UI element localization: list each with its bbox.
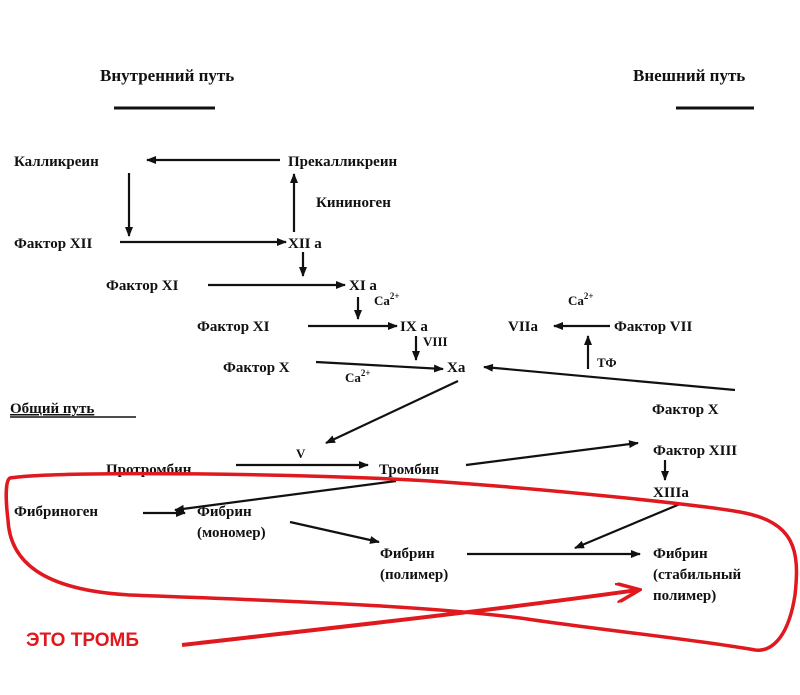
clot-annotation-arrow: [181, 590, 638, 647]
calcium-2: Ca2+: [345, 368, 371, 385]
arrow-fibrin-monomer-to-polymer: [289, 520, 380, 544]
node-viii: VIII: [423, 334, 448, 349]
node-fibrin-polymer-line1: Фибрин: [380, 546, 435, 562]
arrow-factor-x-to-xa: [315, 360, 444, 373]
heading-common: Общий путь: [10, 401, 94, 417]
node-thrombin: Тромбин: [379, 462, 439, 478]
node-fibrin-monomer-line2: (мономер): [197, 525, 266, 541]
clot-annotation-label: ЭТО ТРОМБ: [26, 630, 139, 651]
node-fibrin-stable-line1: Фибрин: [653, 546, 708, 562]
node-kininogen: Кининоген: [316, 195, 391, 211]
node-factor-vii: Фактор VII: [614, 319, 692, 335]
node-viia: VIIа: [508, 319, 539, 335]
arrow-thrombin-to-factor-xiii: [465, 440, 639, 467]
node-factor-xi: Фактор XI: [106, 278, 179, 294]
node-tf: ТФ: [597, 355, 617, 370]
node-fibrinogen: Фибриноген: [14, 504, 98, 520]
calcium-1: Ca2+: [374, 291, 400, 308]
node-xa: Xа: [447, 360, 466, 376]
node-factor-xiii: Фактор XIII: [653, 443, 737, 459]
node-xii-a: XII а: [288, 236, 322, 252]
arrow-factor-x-ext-to-xa: [483, 363, 736, 392]
node-prekallikrein: Прекалликреин: [288, 154, 397, 170]
node-factor-xii: Фактор XII: [14, 236, 92, 252]
arrow-xiiia-to-stable-fibrin: [574, 502, 681, 550]
arrow-thrombin-to-fibrin: [174, 479, 397, 513]
node-ix-a: IX а: [400, 319, 428, 335]
node-xi-a: XI а: [349, 278, 377, 294]
node-fibrin-monomer-line1: Фибрин: [197, 504, 252, 520]
node-fibrin-stable-line3: полимер): [653, 588, 716, 604]
node-factor-x-ext: Фактор X: [652, 402, 719, 418]
calcium-3: Ca2+: [568, 291, 594, 308]
heading-intrinsic: Внутренний путь: [100, 66, 234, 85]
node-fibrin-stable-line2: (стабильный: [653, 567, 742, 583]
heading-extrinsic: Внешний путь: [633, 66, 745, 85]
clot-highlight-loop: [4, 471, 799, 652]
node-xiiia: XIIIа: [653, 485, 689, 501]
node-kallikrein: Калликреин: [14, 154, 99, 170]
node-prothrombin: Протромбин: [106, 462, 192, 478]
arrow-xa-to-prothrombin: [325, 380, 459, 444]
node-factor-ix: Фактор XI: [197, 319, 270, 335]
node-fibrin-polymer-line2: (полимер): [380, 567, 448, 583]
node-v: V: [296, 446, 306, 461]
node-factor-x: Фактор X: [223, 360, 290, 376]
